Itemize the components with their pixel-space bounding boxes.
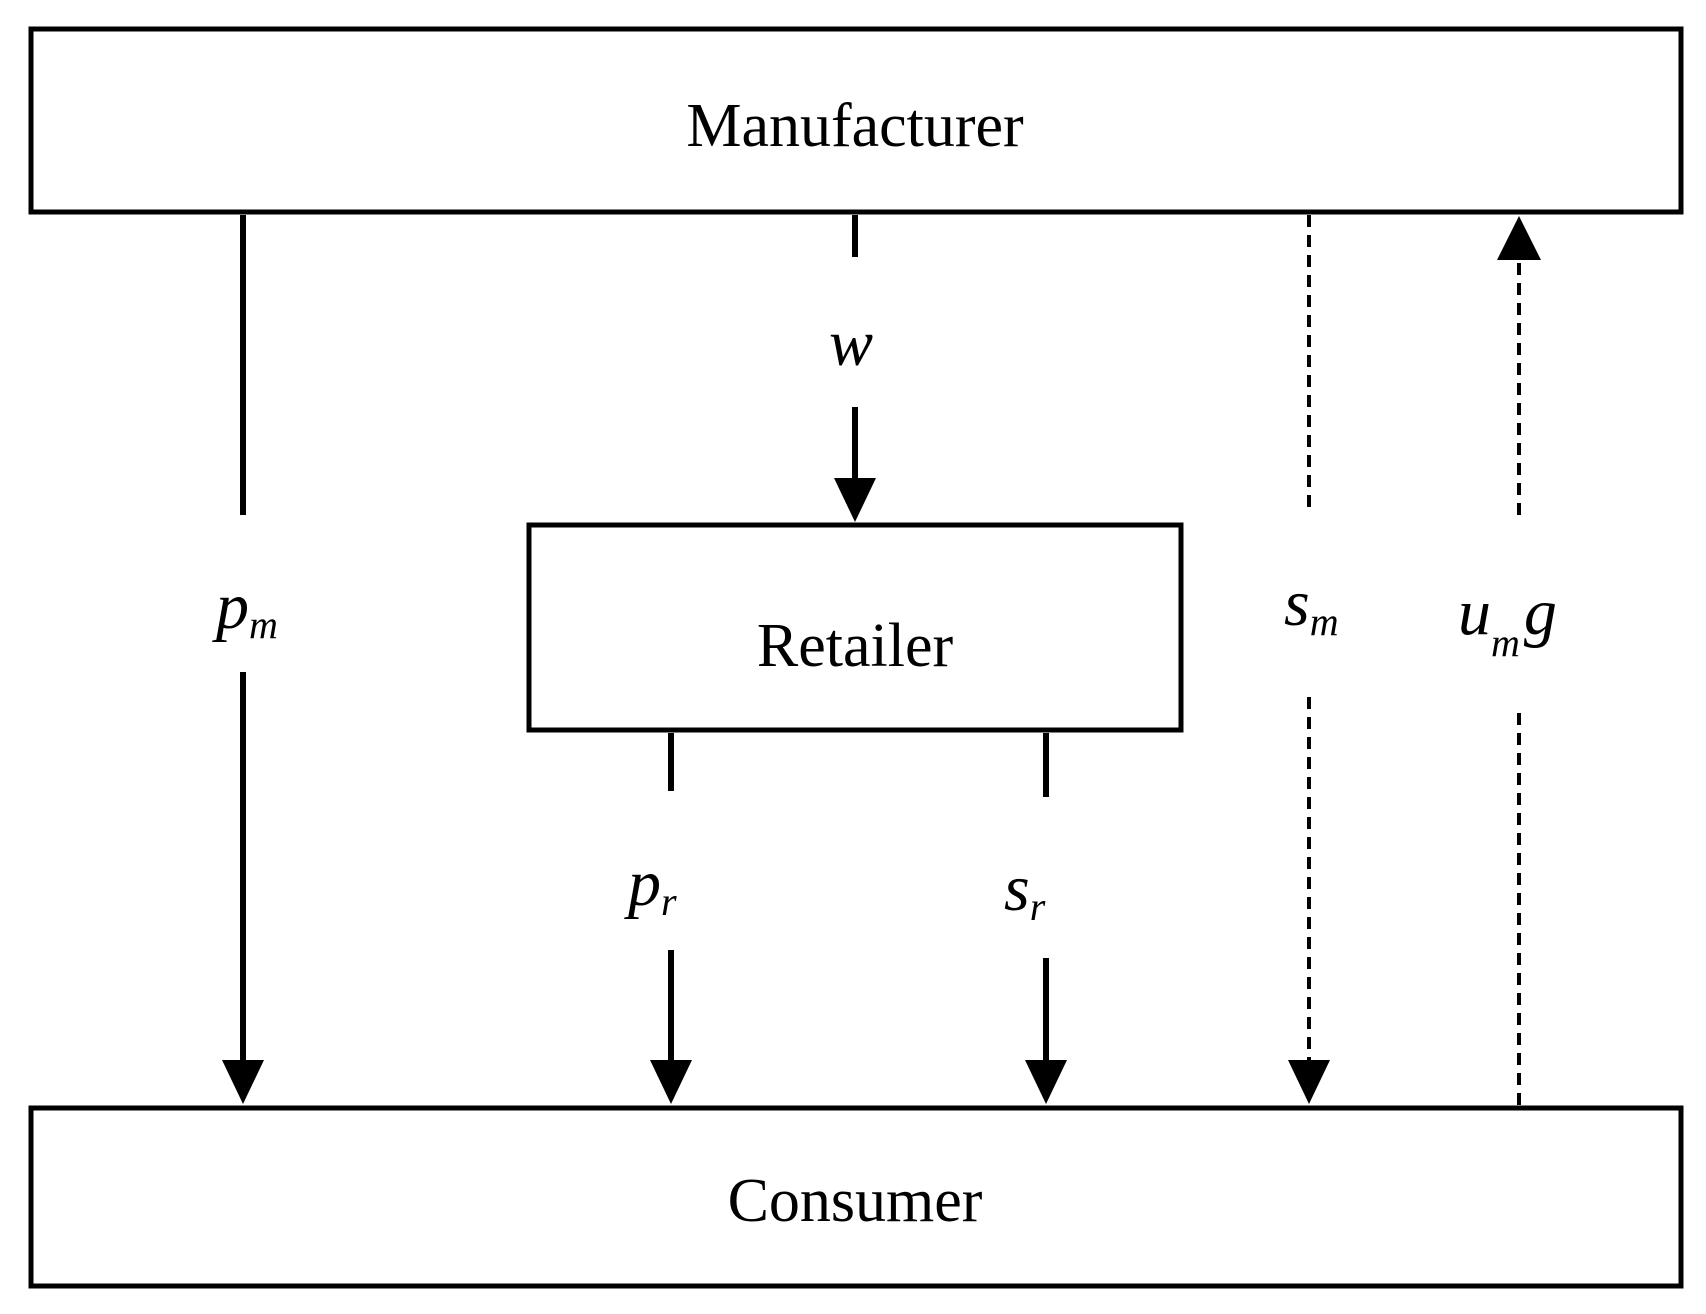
flow-sr-label: sr bbox=[1004, 852, 1046, 929]
flow-w-label: w bbox=[829, 307, 873, 380]
flow-umg-arrow bbox=[1497, 216, 1541, 1105]
retailer-node: Retailer bbox=[526, 522, 1184, 733]
flow-sm-arrow bbox=[1288, 215, 1330, 1104]
flow-sm-label: sm bbox=[1284, 567, 1339, 644]
manufacturer-label: Manufacturer bbox=[686, 92, 1024, 160]
flow-pr-label: pr bbox=[624, 847, 677, 924]
consumer-node: Consumer bbox=[28, 1105, 1684, 1289]
flow-umg-label: umg bbox=[1458, 576, 1557, 665]
flow-w-arrow bbox=[834, 215, 876, 522]
flow-pr-arrow bbox=[650, 733, 692, 1104]
flow-pm-label: pm bbox=[212, 570, 278, 647]
consumer-label: Consumer bbox=[728, 1167, 983, 1235]
flow-sr-arrow bbox=[1025, 733, 1067, 1104]
flow-pm-arrow bbox=[222, 215, 264, 1104]
manufacturer-node: Manufacturer bbox=[28, 26, 1684, 215]
retailer-label: Retailer bbox=[757, 612, 954, 680]
